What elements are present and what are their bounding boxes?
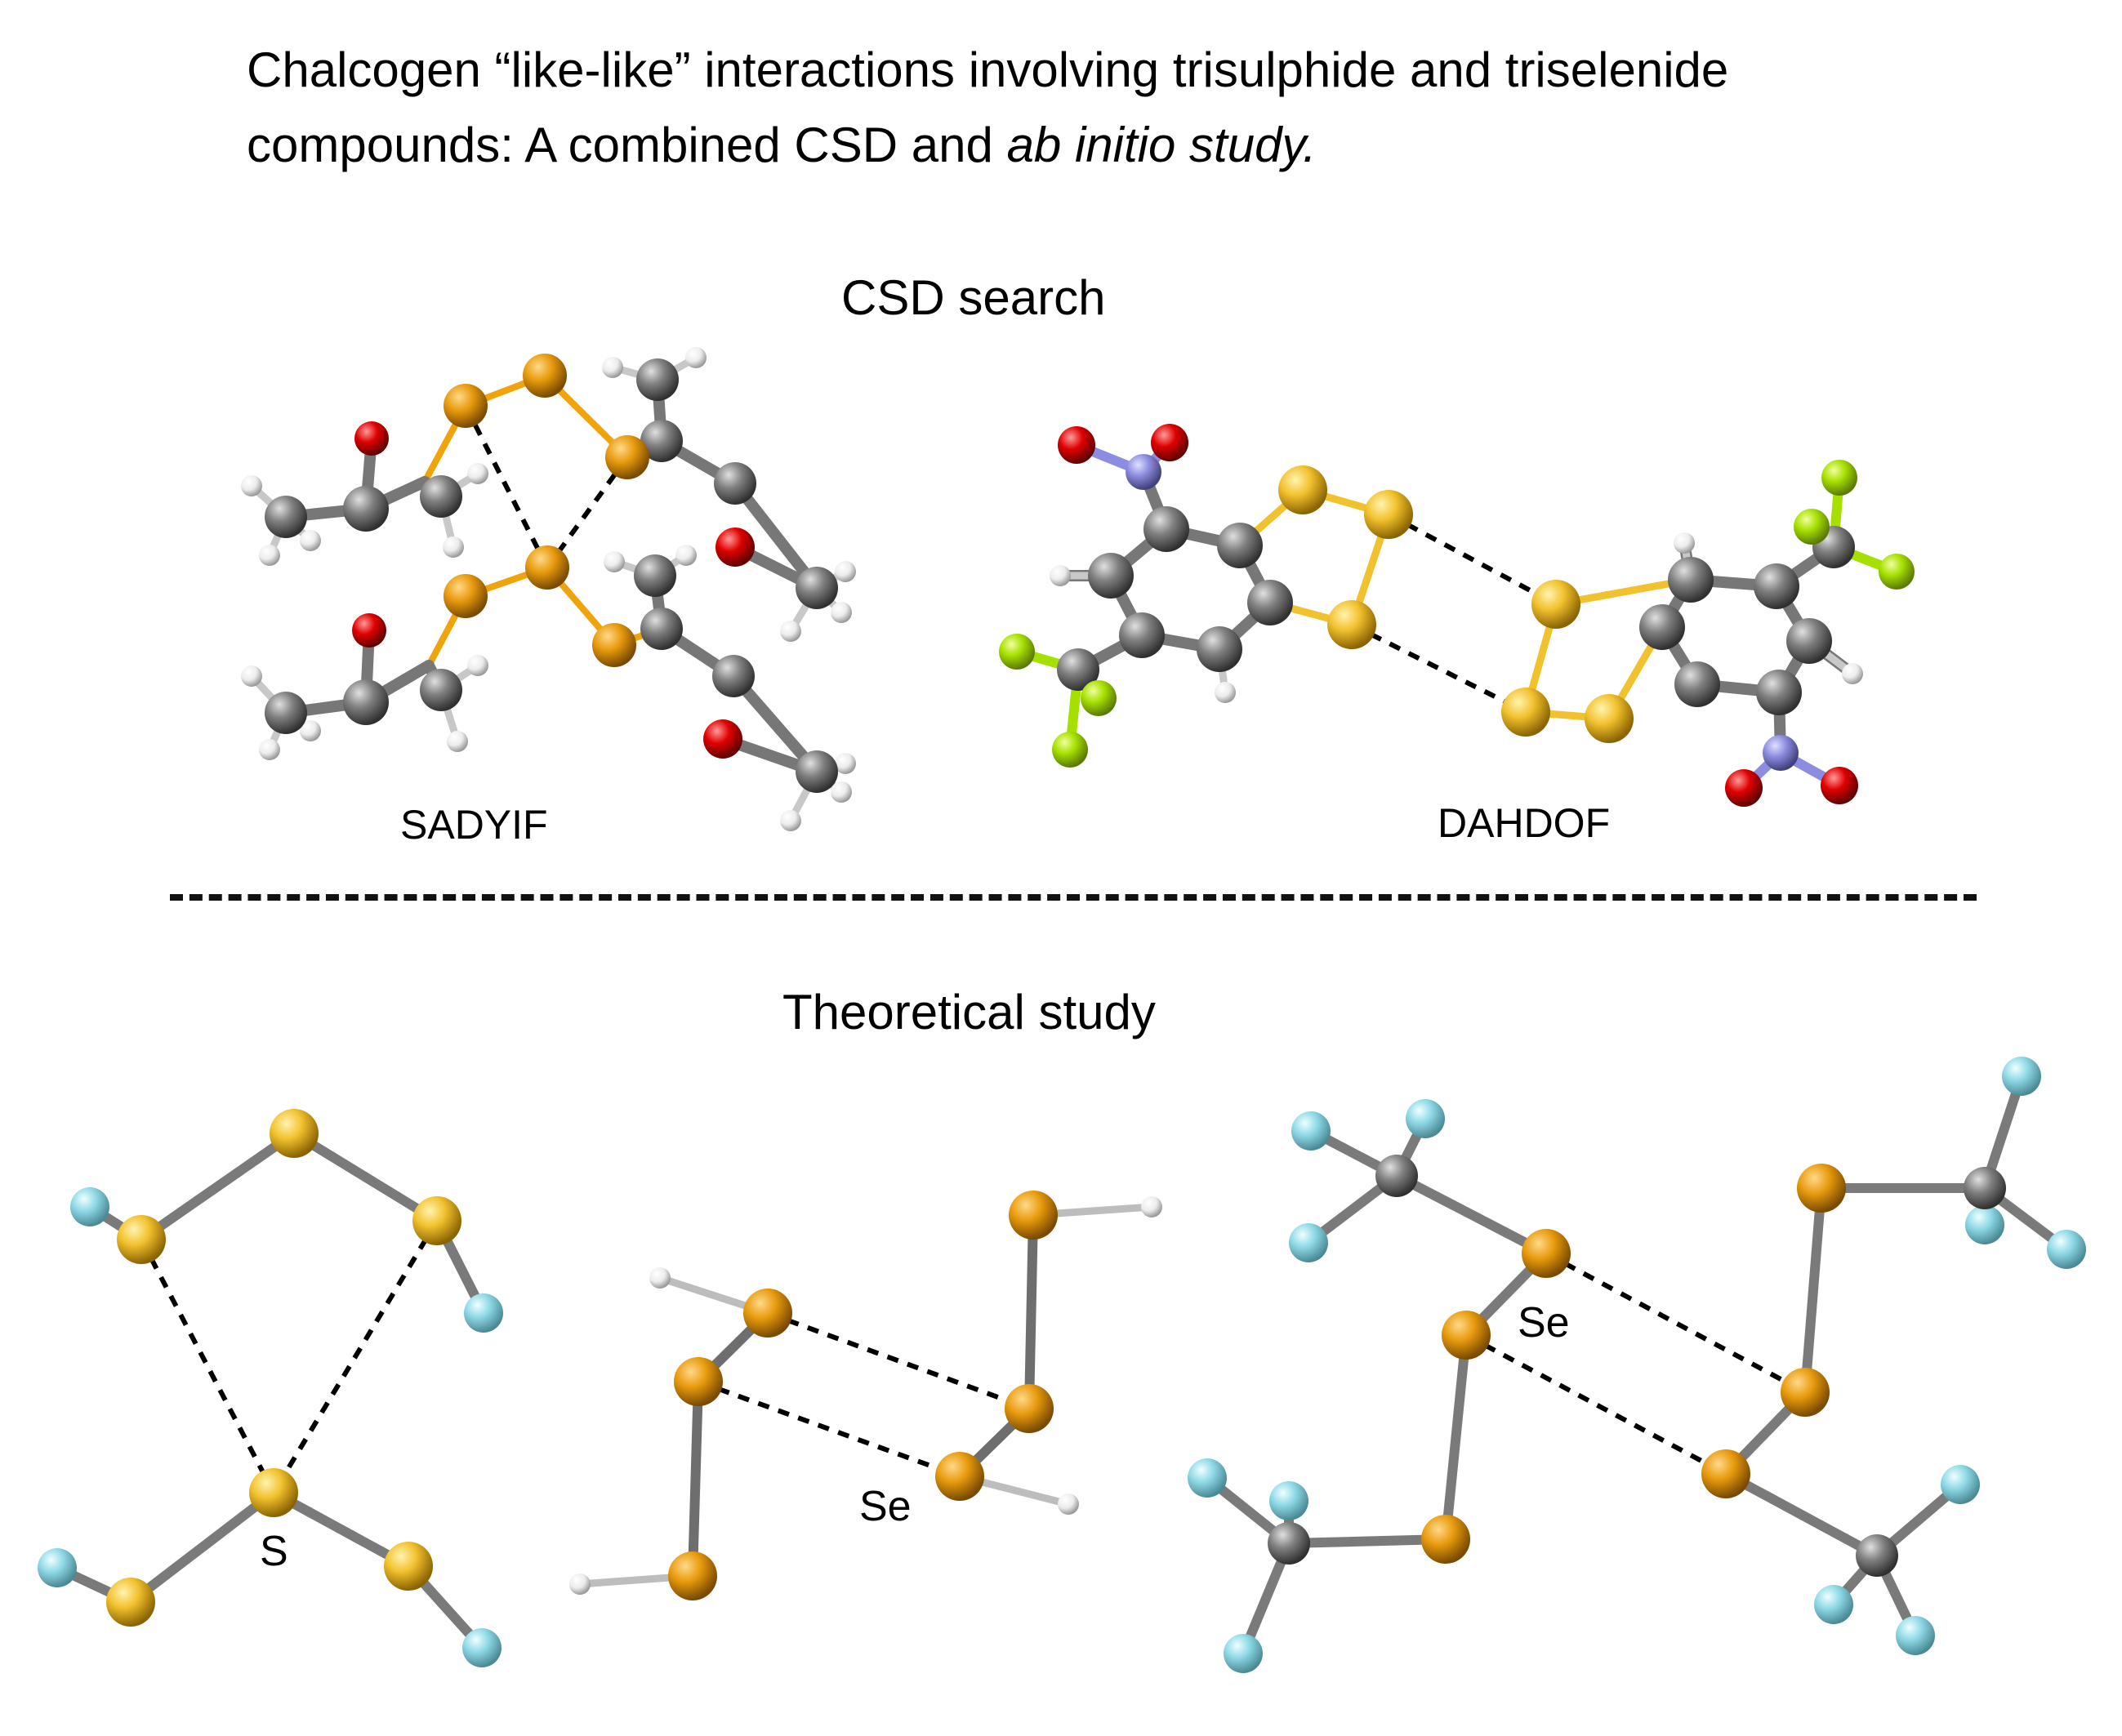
- title-line-2-italic: ab initio study.: [1006, 118, 1317, 172]
- csd-search-heading: CSD search: [841, 270, 1106, 325]
- h2s3-atoms: [38, 1109, 503, 1667]
- sadyif-chalcogen-contacts: [463, 404, 630, 569]
- sulfur-atom-label: S: [260, 1528, 288, 1575]
- dahdof-nitro-bonds: [1074, 439, 1842, 792]
- theoretical-study-heading: Theoretical study: [782, 985, 1156, 1039]
- section-divider: [170, 894, 1977, 901]
- figure-title: Chalcogen “like-like” interactions invol…: [247, 33, 2044, 183]
- h2se3-dimer: [569, 1191, 1162, 1600]
- title-line-2: compounds: A combined CSD and ab initio …: [247, 108, 2044, 183]
- h2se3-contacts: [697, 1311, 1031, 1479]
- sadyif-molecule: [241, 347, 856, 831]
- selenium-atom-label-middle: Se: [859, 1483, 912, 1530]
- h2se3-atoms: [569, 1191, 1162, 1600]
- selenium-atom-label-right: Se: [1518, 1299, 1570, 1347]
- dahdof-chalcogen-contacts: [1350, 512, 1558, 714]
- h2s3-contacts: [139, 1219, 439, 1494]
- title-line-2-text: compounds: A combined CSD and: [247, 118, 1007, 172]
- cf3-se3-atoms: [1188, 1057, 2086, 1673]
- dahdof-atoms: [999, 424, 1915, 807]
- dahdof-h-bonds: [1056, 539, 1857, 697]
- cf3-se3-dimer: [1188, 1057, 2086, 1673]
- cf3-se3-contacts: [1464, 1251, 1807, 1476]
- dahdof-molecule: [999, 424, 1915, 807]
- h2s3-dimer: [38, 1109, 503, 1667]
- cf3-se3-bonds: [1202, 1071, 2071, 1658]
- dahdof-label: DAHDOF: [1438, 800, 1611, 846]
- sadyif-label: SADYIF: [400, 802, 548, 848]
- title-line-1: Chalcogen “like-like” interactions invol…: [247, 42, 1729, 97]
- sadyif-atoms: [241, 347, 856, 831]
